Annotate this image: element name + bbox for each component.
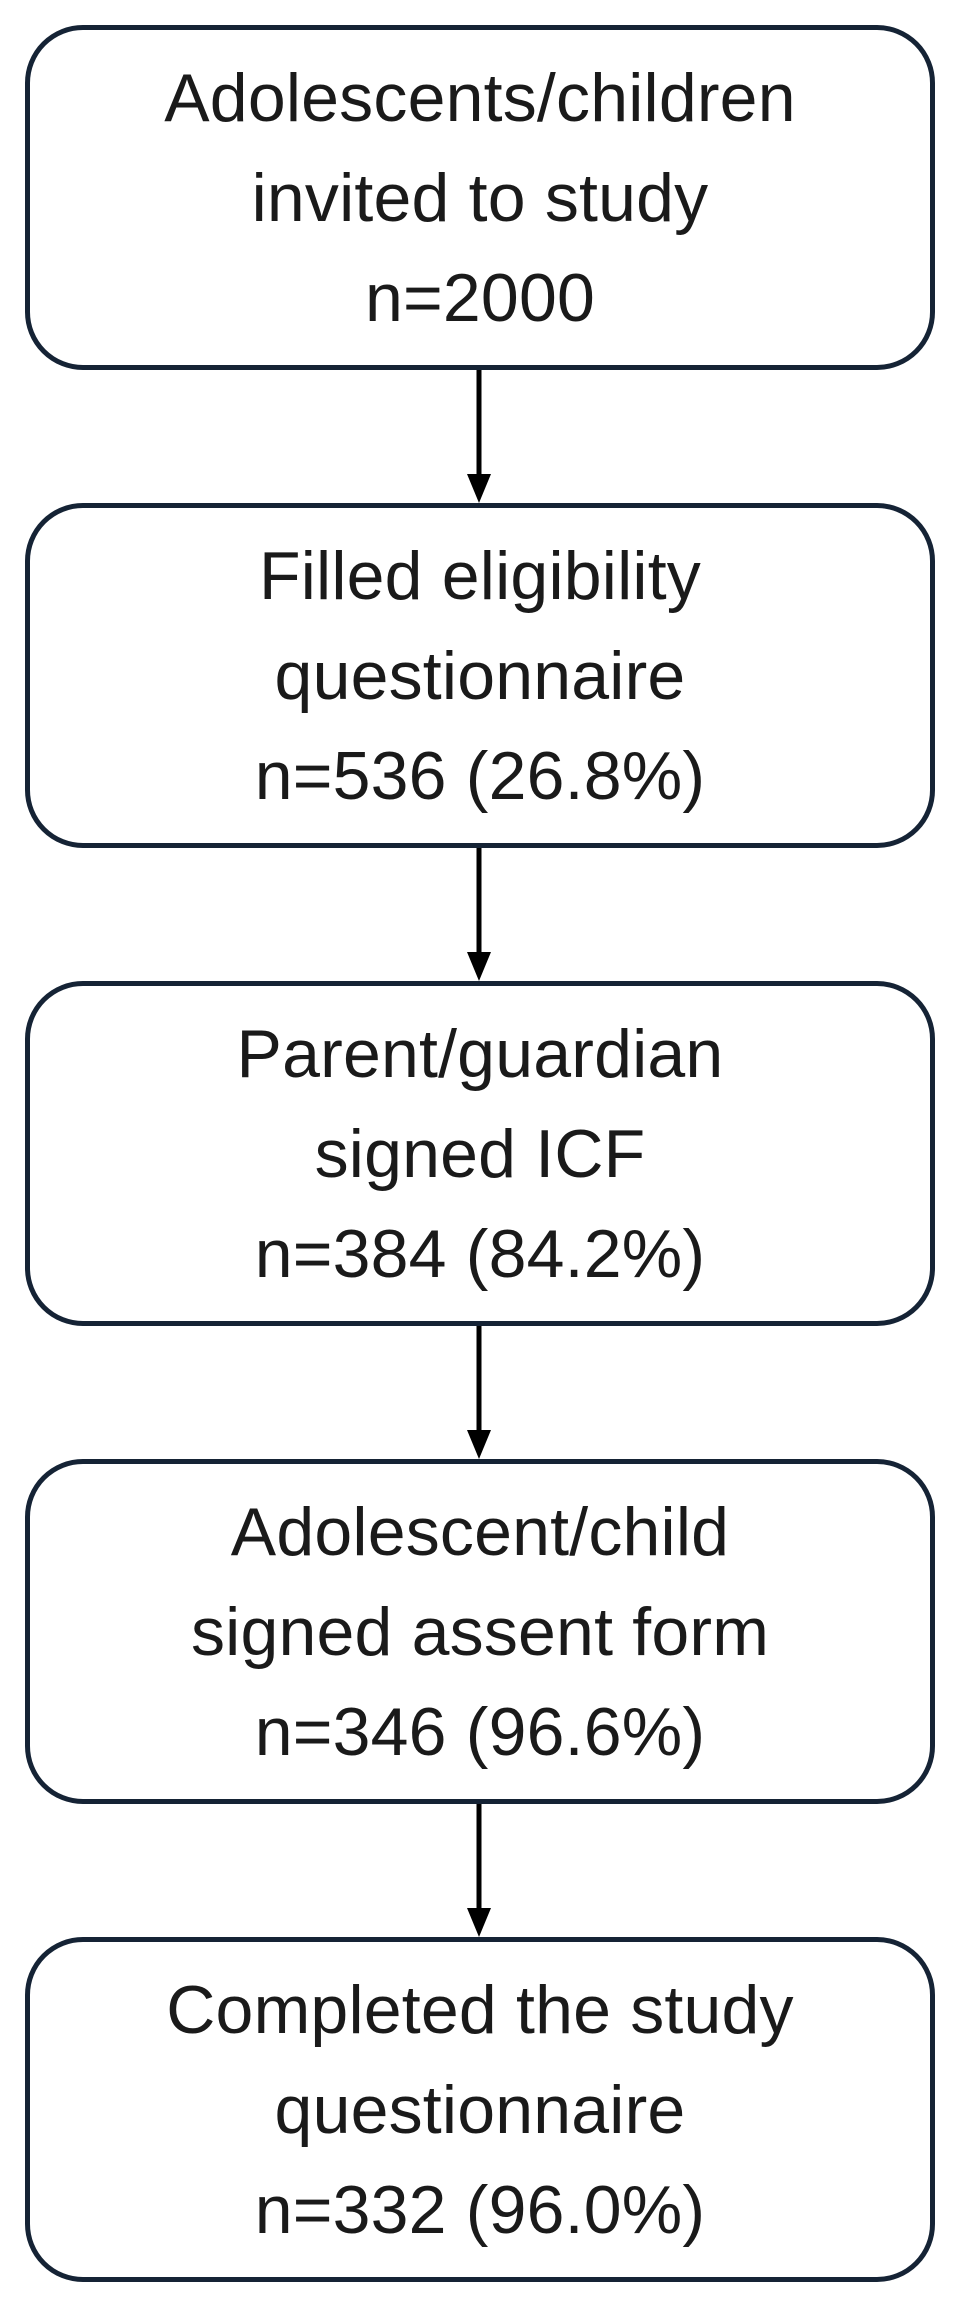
step-count: n=384 (84.2%) xyxy=(254,1215,706,1292)
flow-step-invited: Adolescents/children invited to study n=… xyxy=(25,25,935,370)
step-count: n=346 (96.6%) xyxy=(254,1693,706,1770)
step-title-line: questionnaire xyxy=(274,637,686,714)
down-arrow-icon xyxy=(467,848,491,981)
step-count: n=332 (96.0%) xyxy=(254,2171,706,2248)
step-title-line: Adolescents/children xyxy=(164,59,796,136)
step-count: n=2000 xyxy=(364,259,595,336)
flow-step-eligibility: Filled eligibility questionnaire n=536 (… xyxy=(25,503,935,848)
step-title-line: questionnaire xyxy=(274,2071,686,2148)
flow-step-assent: Adolescent/child signed assent form n=34… xyxy=(25,1459,935,1804)
step-title-line: Completed the study xyxy=(166,1971,794,2048)
flow-step-completed: Completed the study questionnaire n=332 … xyxy=(25,1937,935,2282)
down-arrow-icon xyxy=(467,1326,491,1459)
step-title-line: invited to study xyxy=(251,159,709,236)
step-title-line: signed assent form xyxy=(190,1593,770,1670)
down-arrow-icon xyxy=(467,1804,491,1937)
down-arrow-icon xyxy=(467,370,491,503)
step-count: n=536 (26.8%) xyxy=(254,737,706,814)
step-title-line: Parent/guardian xyxy=(236,1015,724,1092)
flow-step-parent-icf: Parent/guardian signed ICF n=384 (84.2%) xyxy=(25,981,935,1326)
step-title-line: Filled eligibility xyxy=(259,537,701,614)
step-title-line: signed ICF xyxy=(314,1115,646,1192)
step-title-line: Adolescent/child xyxy=(230,1493,730,1570)
